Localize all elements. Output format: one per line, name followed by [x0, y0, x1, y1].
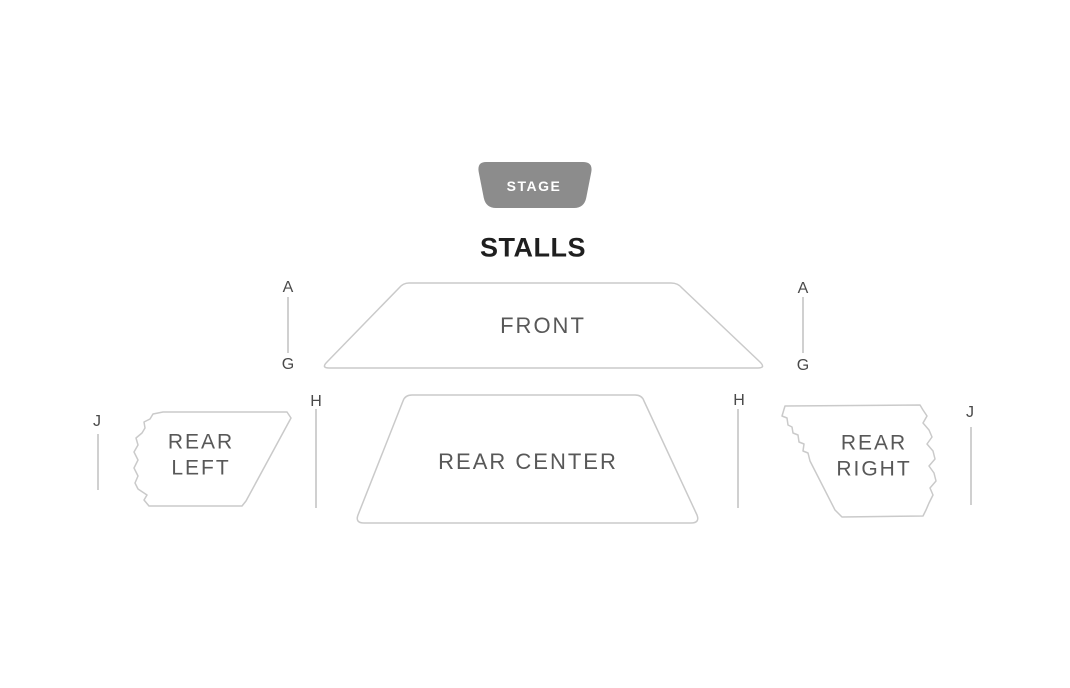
stage-shape [478, 162, 592, 208]
row-letter-center-right: H [733, 392, 745, 409]
section-front-shape[interactable] [323, 282, 764, 369]
section-rear-right-label: REAR RIGHT [836, 431, 912, 480]
row-letter-front-right-end: G [796, 357, 810, 374]
section-front-label: FRONT [500, 313, 586, 338]
section-rear-center-label: REAR CENTER [438, 449, 618, 474]
map-title: STALLS [480, 232, 586, 263]
section-rear-right-shape[interactable] [781, 404, 937, 518]
row-letter-front-right-start: A [797, 280, 809, 297]
row-letter-center-left: H [310, 393, 322, 410]
row-letter-outer-left: J [93, 413, 101, 430]
section-rear-center-shape[interactable] [356, 394, 699, 524]
stage-label: STAGE [506, 178, 562, 194]
section-rear-left-shape[interactable] [133, 411, 292, 507]
section-rear-left-label: REAR LEFT [167, 430, 235, 479]
row-letter-outer-right: J [966, 404, 974, 421]
row-letter-front-left-start: A [282, 279, 294, 296]
row-letter-front-left-end: G [281, 356, 295, 373]
